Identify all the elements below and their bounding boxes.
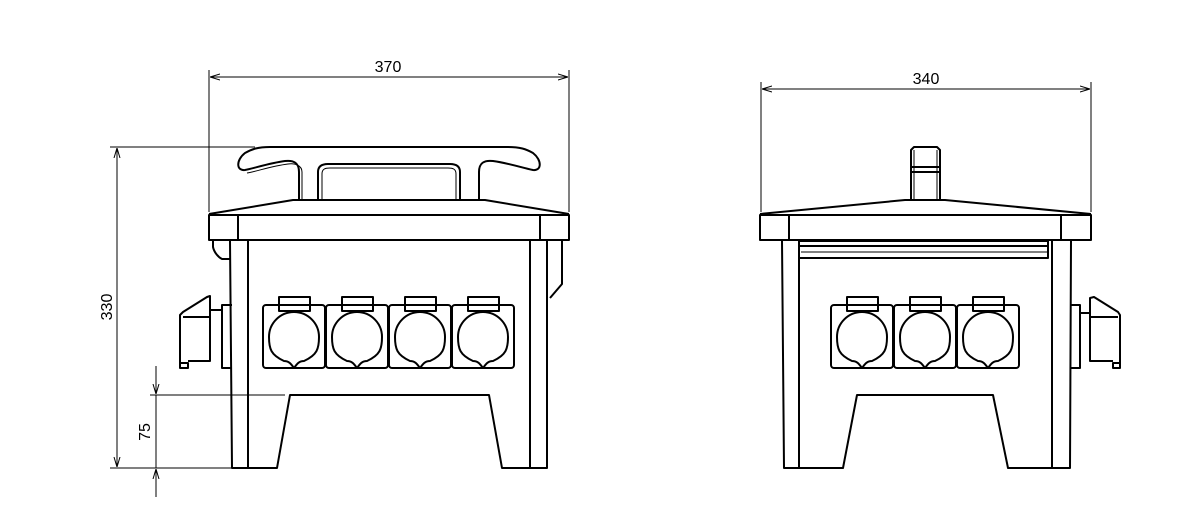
dimension-label: 330 [99,294,116,321]
socket-row-side [830,296,1020,369]
handle-stem [910,146,941,200]
width-dimension-340: 340 [760,71,1092,212]
lid-roof [759,199,1092,215]
cee-socket [325,296,389,369]
cee-socket [956,296,1020,369]
housing-body [781,240,1072,469]
carry-handle [237,146,541,200]
lid [759,214,1092,241]
side-view: 340 [759,71,1121,469]
cee-socket [830,296,894,369]
cee-socket [262,296,326,369]
height-dimension-330: 330 [99,146,255,469]
lid [208,214,570,241]
socket-row-front [262,296,515,369]
inlet-plug-left [179,295,232,369]
cee-socket [893,296,957,369]
cee-socket [451,296,515,369]
louver-strip [798,240,1049,259]
inlet-plug-right [1070,296,1121,369]
lid-roof [208,199,570,215]
front-view: 370 330 75 [99,59,570,497]
dimension-label: 370 [375,59,402,76]
dimension-label: 75 [137,423,154,441]
housing-body [212,240,563,469]
dimension-label: 340 [913,71,940,88]
width-dimension-370: 370 [208,59,570,212]
clearance-dimension-75: 75 [137,366,285,497]
cee-socket [388,296,452,369]
